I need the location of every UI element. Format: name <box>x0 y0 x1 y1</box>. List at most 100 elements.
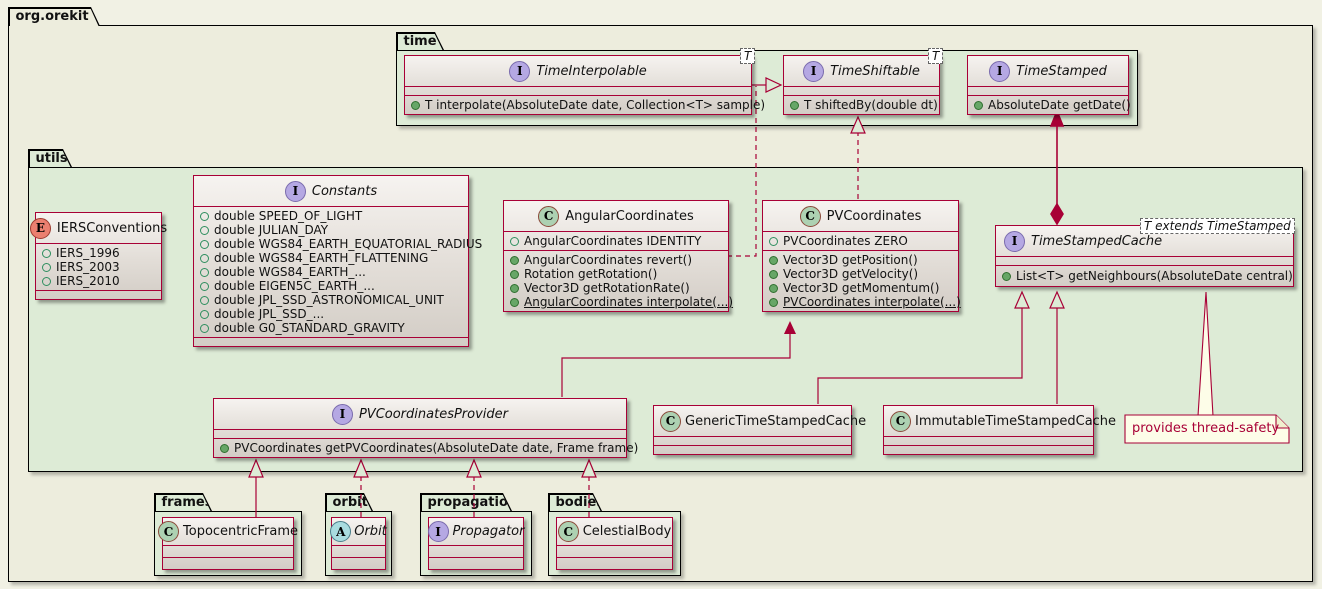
field-icon <box>42 248 51 258</box>
package-tab-frames: frames <box>154 493 212 511</box>
class-time-stamped: I TimeStamped AbsoluteDate getDate() <box>967 55 1131 115</box>
methods-section-empty <box>884 445 1093 454</box>
class-time-stamped-cache: I TimeStampedCache List<T> getNeighbours… <box>995 225 1294 287</box>
fields-section-empty <box>405 86 751 95</box>
field-row: double EIGEN5C_EARTH_... <box>194 279 468 293</box>
class-title: C GenericTimeStampedCache <box>654 406 866 436</box>
public-method-icon <box>510 283 519 293</box>
class-icon: C <box>538 205 560 227</box>
class-title: I TimeInterpolable <box>405 56 751 86</box>
class-icon: C <box>890 410 911 432</box>
method-row: Vector3D getMomentum() <box>763 281 958 295</box>
public-method-icon <box>769 255 778 265</box>
class-immutable-time-stamped-cache: C ImmutableTimeStampedCache <box>883 405 1116 455</box>
method-row: Vector3D getPosition() <box>763 253 958 267</box>
field-icon <box>42 276 51 286</box>
enum-icon: E <box>29 217 51 239</box>
public-method-icon <box>220 443 229 453</box>
field-icon <box>200 225 209 235</box>
method-row: Rotation getRotation() <box>504 267 728 281</box>
class-title: I Constants <box>194 176 468 206</box>
method-row: T interpolate(AbsoluteDate date, Collect… <box>405 98 765 112</box>
package-label: orbits <box>327 495 372 512</box>
class-iers-conventions: E IERSConventions IERS_1996 IERS_2003 IE… <box>29 212 167 300</box>
package-label: org.orekit <box>10 9 99 27</box>
field-row: IERS_2010 <box>36 274 161 288</box>
class-icon: C <box>557 521 579 542</box>
field-icon <box>200 239 209 249</box>
fields-section: PVCoordinates ZERO <box>763 231 958 250</box>
public-method-icon <box>769 297 778 307</box>
methods-section-empty <box>194 337 468 346</box>
field-row: double G0_STANDARD_GRAVITY <box>194 321 468 335</box>
class-generic-time-stamped-cache: C GenericTimeStampedCache <box>653 405 866 455</box>
method-row: T shiftedBy(double dt) <box>784 98 939 112</box>
class-time-interpolable: I TimeInterpolable T interpolate(Absolut… <box>404 55 765 115</box>
field-icon <box>200 309 209 319</box>
interface-icon: I <box>989 60 1011 82</box>
methods-section-empty <box>654 445 851 454</box>
class-title: C PVCoordinates <box>763 201 958 231</box>
field-row: PVCoordinates ZERO <box>763 234 958 248</box>
methods-section: List<T> getNeighbours(AbsoluteDate centr… <box>996 265 1293 286</box>
fields-section-empty <box>557 545 672 557</box>
fields-section-empty <box>429 545 523 557</box>
field-row: IERS_2003 <box>36 260 161 274</box>
package-label: bodies <box>550 495 601 512</box>
package-label: propagation <box>422 495 511 512</box>
fields-section-empty <box>784 86 939 95</box>
interface-icon: I <box>427 521 449 542</box>
class-title: C TopocentricFrame <box>158 518 298 545</box>
field-icon <box>510 236 519 246</box>
methods-section: T interpolate(AbsoluteDate date, Collect… <box>405 95 765 114</box>
public-method-icon <box>974 100 983 110</box>
class-pv-coordinates-provider: I PVCoordinatesProvider PVCoordinates ge… <box>213 398 638 458</box>
fields-section: AngularCoordinates IDENTITY <box>504 231 728 250</box>
interface-icon: I <box>1004 230 1025 252</box>
package-tab-time: time <box>396 32 444 50</box>
interface-icon: I <box>284 180 306 202</box>
field-row: double JPL_SSD_ASTRONOMICAL_UNIT <box>194 293 468 307</box>
package-tab-utils: utils <box>28 149 72 167</box>
class-title: I PVCoordinatesProvider <box>214 399 626 429</box>
class-title: I TimeStamped <box>968 56 1128 86</box>
package-tab-propagation: propagation <box>420 493 512 511</box>
public-method-icon <box>769 269 778 279</box>
class-propagator: I Propagator <box>427 517 525 570</box>
methods-section-empty <box>332 557 385 569</box>
field-row: double WGS84_EARTH_... <box>194 265 468 279</box>
class-title: E IERSConventions <box>29 213 167 243</box>
static-method-row: PVCoordinates interpolate(...) <box>763 295 961 309</box>
field-icon <box>200 295 209 305</box>
methods-section-empty <box>557 557 672 569</box>
static-method-row: AngularCoordinates interpolate(...) <box>504 295 733 309</box>
package-label: utils <box>30 151 71 168</box>
class-topocentric-frame: C TopocentricFrame <box>158 517 298 570</box>
class-celestial-body: C CelestialBody <box>556 517 673 570</box>
interface-icon: I <box>803 60 825 82</box>
abstract-class-icon: A <box>330 521 352 542</box>
class-angular-coordinates: C AngularCoordinates AngularCoordinates … <box>503 200 733 312</box>
field-icon <box>200 267 209 277</box>
class-title: I TimeShiftable <box>784 56 939 86</box>
fields-section: IERS_1996 IERS_2003 IERS_2010 <box>36 243 161 290</box>
field-row: double WGS84_EARTH_EQUATORIAL_RADIUS <box>194 237 482 251</box>
field-row: IERS_1996 <box>36 246 161 260</box>
package-label: frames <box>156 495 211 512</box>
field-icon <box>200 281 209 291</box>
field-icon <box>42 262 51 272</box>
methods-section: AbsoluteDate getDate() <box>968 95 1131 114</box>
methods-section: AngularCoordinates revert() Rotation get… <box>504 250 733 311</box>
fields-section-empty <box>654 436 851 445</box>
generic-type-badge: T <box>928 48 944 64</box>
package-label: time <box>398 34 443 51</box>
class-title: C CelestialBody <box>557 518 672 545</box>
field-icon <box>200 253 209 263</box>
fields-section-empty <box>214 429 626 438</box>
field-row: double JPL_SSD_... <box>194 307 468 321</box>
class-title: I TimeStampedCache <box>996 226 1293 256</box>
field-icon <box>200 211 209 221</box>
methods-section-empty <box>36 290 161 299</box>
method-row: PVCoordinates getPVCoordinates(AbsoluteD… <box>214 441 638 455</box>
class-title: C ImmutableTimeStampedCache <box>884 406 1116 436</box>
